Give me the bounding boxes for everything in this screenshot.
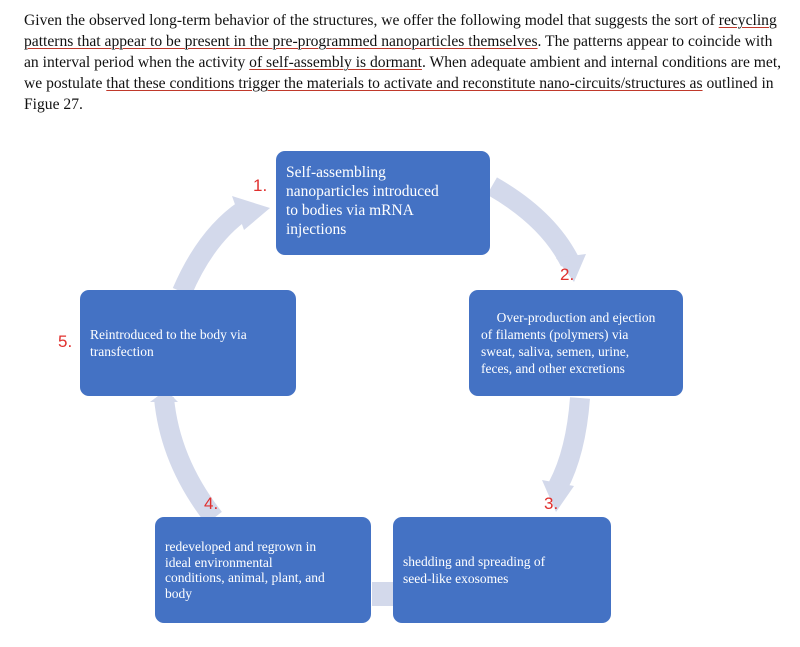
step-4-line-4: body bbox=[165, 585, 192, 601]
step-4-box: redeveloped and regrown in ideal environ… bbox=[155, 517, 371, 623]
arc-segment-5-1 bbox=[172, 201, 250, 297]
arrowhead-2 bbox=[556, 254, 586, 282]
step-4-number: 4. bbox=[204, 494, 219, 513]
step-3-line-2: seed-like exosomes bbox=[403, 571, 509, 586]
arc-segment-2-3 bbox=[549, 397, 590, 491]
step-3-line-1: shedding and spreading of bbox=[403, 554, 546, 569]
step-5-number: 5. bbox=[58, 332, 73, 351]
step-4-line-1: redeveloped and regrown in bbox=[165, 539, 317, 554]
step-3-number: 3. bbox=[544, 494, 559, 513]
step-4-line-2: ideal environmental bbox=[165, 554, 273, 570]
step-5-box: Reintroduced to the body via transfectio… bbox=[80, 290, 296, 396]
step-3-box: shedding and spreading of seed-like exos… bbox=[393, 517, 611, 623]
step-2-box: Over-production and ejection of filament… bbox=[469, 290, 683, 396]
para-text-3: . When adequate ambient and internal con… bbox=[24, 54, 782, 92]
step-1-box: Self-assembling nanoparticles introduced… bbox=[276, 151, 490, 255]
step-2-line-3: sweat, saliva, semen, urine, bbox=[481, 344, 630, 359]
step-1-line-1: Self-assembling bbox=[286, 164, 386, 181]
arc-segment-4-5 bbox=[154, 396, 222, 525]
arc-segment-3-4 bbox=[372, 582, 394, 606]
para-underlined-2: of self-assembly is dormant bbox=[249, 54, 422, 71]
para-text-4: outlined in Figue 27. bbox=[24, 75, 774, 113]
step-2-line-2: of filaments (polymers) via bbox=[481, 327, 629, 342]
para-text-2: . The patterns appear to coincide with a… bbox=[24, 33, 773, 71]
arrowhead-1 bbox=[232, 196, 270, 230]
step-1-line-4: injections bbox=[286, 221, 347, 238]
step-2-line-4: feces, and other excretions bbox=[481, 361, 625, 376]
arc-segment-1-2 bbox=[486, 177, 579, 267]
step-5-line-2: transfection bbox=[90, 344, 154, 359]
para-underlined-1: recycling patterns that appear to be pre… bbox=[24, 12, 777, 50]
step-5-line-1: Reintroduced to the body via bbox=[90, 327, 247, 342]
step-2-line-1: Over-production and ejection bbox=[496, 310, 656, 325]
step-1-number: 1. bbox=[253, 176, 268, 195]
para-underlined-3: that these conditions trigger the materi… bbox=[106, 75, 703, 92]
intro-paragraph: Given the observed long-term behavior of… bbox=[24, 10, 784, 115]
arrowhead-3 bbox=[542, 480, 574, 512]
step-1-line-2: nanoparticles introduced bbox=[286, 183, 439, 200]
para-text-1: Given the observed long-term behavior of… bbox=[24, 12, 719, 29]
step-4-line-3: conditions, animal, plant, and bbox=[165, 570, 325, 585]
step-1-line-3: to bodies via mRNA bbox=[286, 202, 414, 219]
arrowhead-5 bbox=[150, 390, 178, 402]
step-2-number: 2. bbox=[560, 265, 575, 284]
